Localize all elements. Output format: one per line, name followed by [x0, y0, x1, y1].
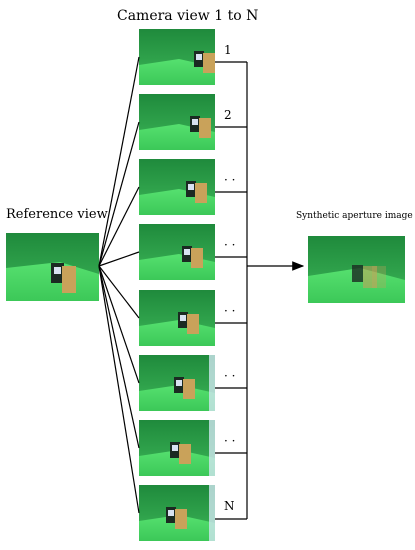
camera-view-7 — [139, 420, 215, 476]
view-index-4: · · — [224, 238, 236, 252]
camera-view-8 — [139, 485, 215, 541]
fan-lines — [98, 56, 140, 514]
view-index-6: · · — [224, 369, 236, 383]
view-index-7: · · — [224, 434, 236, 448]
reference-view-label: Reference view — [6, 207, 108, 222]
reference-view-image — [6, 233, 99, 301]
fan-line-6 — [98, 265, 140, 384]
fan-line-1 — [98, 56, 140, 267]
view-index-8: N — [224, 499, 235, 513]
camera-view-2 — [139, 94, 215, 150]
camera-view-4 — [139, 224, 215, 280]
fan-line-2 — [98, 121, 140, 267]
fan-line-4 — [98, 251, 140, 267]
camera-view-1 — [139, 29, 215, 85]
fan-line-7 — [98, 265, 140, 449]
fan-line-5 — [98, 265, 140, 319]
fan-line-3 — [98, 186, 140, 267]
fan-line-8 — [98, 265, 140, 514]
view-index-3: · · — [224, 173, 236, 187]
camera-view-3 — [139, 159, 215, 215]
camera-view-5 — [139, 290, 215, 346]
synthetic-aperture-image — [308, 236, 405, 303]
view-index-1: 1 — [224, 43, 232, 57]
camera-view-images — [139, 29, 215, 541]
camera-views-title: Camera view 1 to N — [117, 8, 259, 24]
camera-view-6 — [139, 355, 215, 411]
view-index-5: · · — [224, 304, 236, 318]
view-index-2: 2 — [224, 108, 232, 122]
combiner-bracket — [215, 61, 305, 520]
synthetic-aperture-label: Synthetic aperture image — [296, 211, 413, 221]
